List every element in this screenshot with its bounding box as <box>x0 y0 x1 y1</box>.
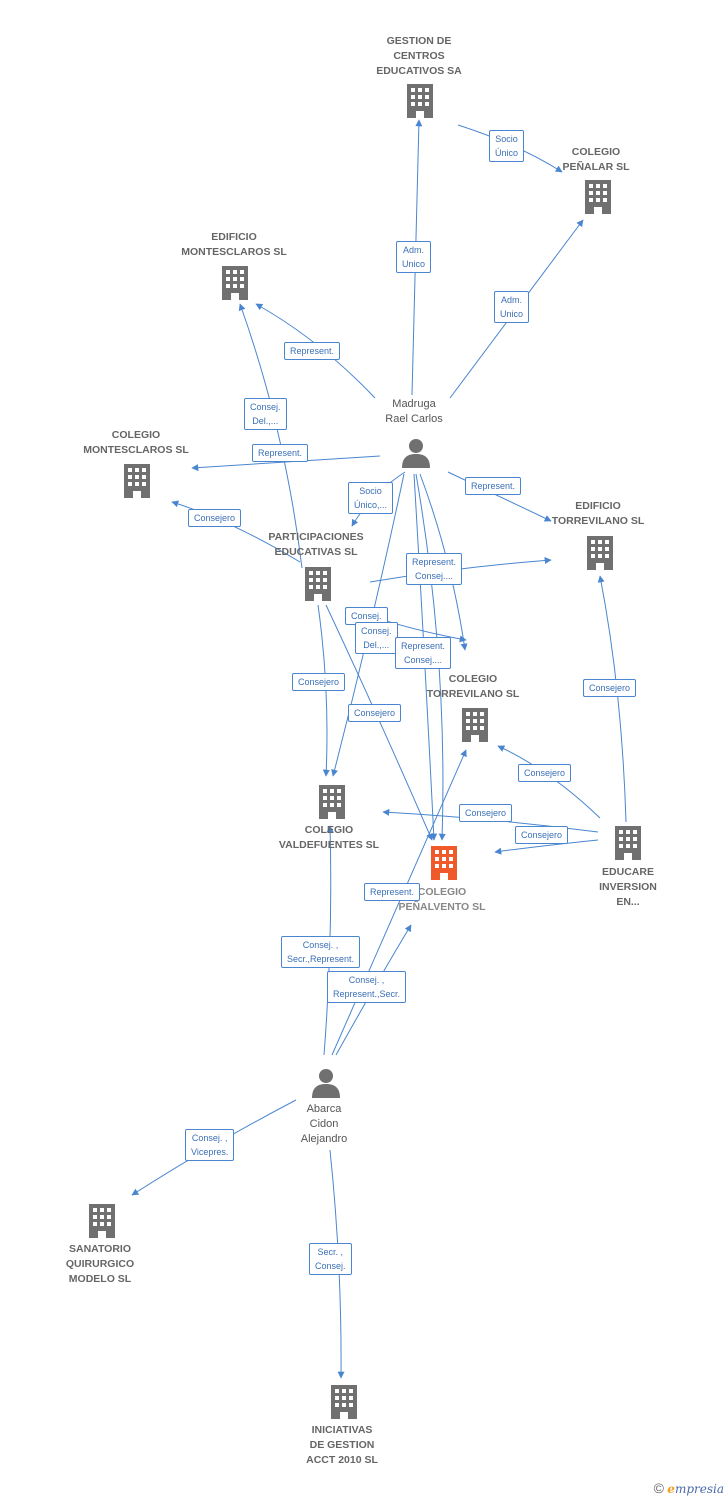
edge-label-socio-unico[interactable]: Socio Único,... <box>348 482 394 514</box>
node-label-colegio-torrevilano[interactable]: COLEGIO TORREVILANO SL <box>426 673 520 700</box>
person-icon[interactable] <box>312 1069 340 1098</box>
edge-label-represent-consej[interactable]: Represent. Consej.... <box>406 553 463 585</box>
edge-educare-penalvento <box>494 839 599 855</box>
edge-label-consejero[interactable]: Consejero <box>348 704 402 722</box>
node-label-penalar[interactable]: COLEGIO PEÑALAR SL <box>562 146 630 173</box>
edge-label-consejero[interactable]: Consejero <box>188 509 242 527</box>
building-icon[interactable] <box>89 1204 115 1238</box>
building-icon[interactable] <box>319 785 345 819</box>
edge-label-represent-consej[interactable]: Represent. Consej.... <box>395 637 452 669</box>
node-label-gestion[interactable]: GESTION DE CENTROS EDUCATIVOS SA <box>376 35 462 77</box>
edge-label-consej-represent-secr[interactable]: Consej. , Represent.,Secr. <box>327 971 407 1003</box>
edge-madruga-colegio-montesclaros <box>191 455 381 472</box>
edge-label-secr-consej[interactable]: Secr. , Consej. <box>309 1243 352 1275</box>
building-icon[interactable] <box>615 826 641 860</box>
node-label-madruga[interactable]: Madruga Rael Carlos <box>385 398 443 425</box>
node-label-edificio-torrevilano[interactable]: EDIFICIO TORREVILANO SL <box>551 500 645 527</box>
node-icons <box>89 84 641 1419</box>
edge-label-consej-secr-represent[interactable]: Consej. , Secr.,Represent. <box>281 936 361 968</box>
edge-label-consejero[interactable]: Consejero <box>583 679 637 697</box>
building-icon[interactable] <box>407 84 433 118</box>
edge-label-represent[interactable]: Represent. <box>252 444 309 462</box>
node-label-colegio-montesclaros[interactable]: COLEGIO MONTESCLAROS SL <box>83 429 189 456</box>
edge-label-consej-vicepres[interactable]: Consej. , Vicepres. <box>185 1129 235 1161</box>
building-icon[interactable] <box>587 536 613 570</box>
edge-educare-colegio-torrevilano <box>497 745 601 819</box>
building-icon[interactable] <box>124 464 150 498</box>
person-icon[interactable] <box>402 439 430 468</box>
node-label-participaciones[interactable]: PARTICIPACIONES EDUCATIVAS SL <box>268 531 364 558</box>
building-icon[interactable] <box>431 846 457 880</box>
brand-footer: © empresia <box>654 1480 724 1496</box>
node-label-educare[interactable]: EDUCARE INVERSION EN... <box>599 866 657 908</box>
edge-label-consejero[interactable]: Consejero <box>292 673 346 691</box>
node-label-valdefuentes[interactable]: COLEGIO VALDEFUENTES SL <box>278 824 380 851</box>
edge-label-consej-del[interactable]: Consej. Del.,... <box>244 398 287 430</box>
node-label-edificio-montesclaros[interactable]: EDIFICIO MONTESCLAROS SL <box>181 231 287 258</box>
edge-label-socio-unico[interactable]: Socio Único <box>489 130 525 162</box>
building-icon[interactable] <box>222 266 248 300</box>
edge-label-consejero[interactable]: Consejero <box>518 764 572 782</box>
edge-abarca-colegio-torrevilano <box>331 749 467 1056</box>
edge-label-represent[interactable]: Represent. <box>364 883 421 901</box>
edge-label-represent[interactable]: Represent. <box>284 342 341 360</box>
building-icon[interactable] <box>331 1385 357 1419</box>
node-label-iniciativas[interactable]: INICIATIVAS DE GESTION ACCT 2010 SL <box>306 1424 378 1466</box>
edge-label-adm-unico[interactable]: Adm. Unico <box>396 241 432 273</box>
edge-label-consejero[interactable]: Consejero <box>459 804 513 822</box>
edge-label-consej-del[interactable]: Consej. Del.,... <box>355 622 398 654</box>
brand-logo[interactable]: empresia <box>667 1482 724 1496</box>
edge-label-adm-unico[interactable]: Adm. Unico <box>494 291 530 323</box>
node-label-sanatorio[interactable]: SANATORIO QUIRURGICO MODELO SL <box>65 1243 135 1285</box>
building-icon[interactable] <box>462 708 488 742</box>
edge-label-represent[interactable]: Represent. <box>465 477 522 495</box>
copyright-icon: © <box>653 1480 664 1496</box>
edges <box>131 119 627 1379</box>
edge-educare-edificio-torrevilano <box>597 575 627 823</box>
building-icon[interactable] <box>585 180 611 214</box>
brand-logo-text: mpresia <box>674 1482 724 1496</box>
node-label-penalvento[interactable]: COLEGIO PEÑALVENTO SL <box>398 886 486 913</box>
edge-participaciones-edificio-montesclaros <box>238 303 303 569</box>
edge-label-consejero[interactable]: Consejero <box>515 826 569 844</box>
building-icon[interactable] <box>305 567 331 601</box>
node-label-abarca[interactable]: Abarca Cidon Alejandro <box>300 1103 348 1145</box>
brand-logo-e: e <box>667 1482 675 1496</box>
